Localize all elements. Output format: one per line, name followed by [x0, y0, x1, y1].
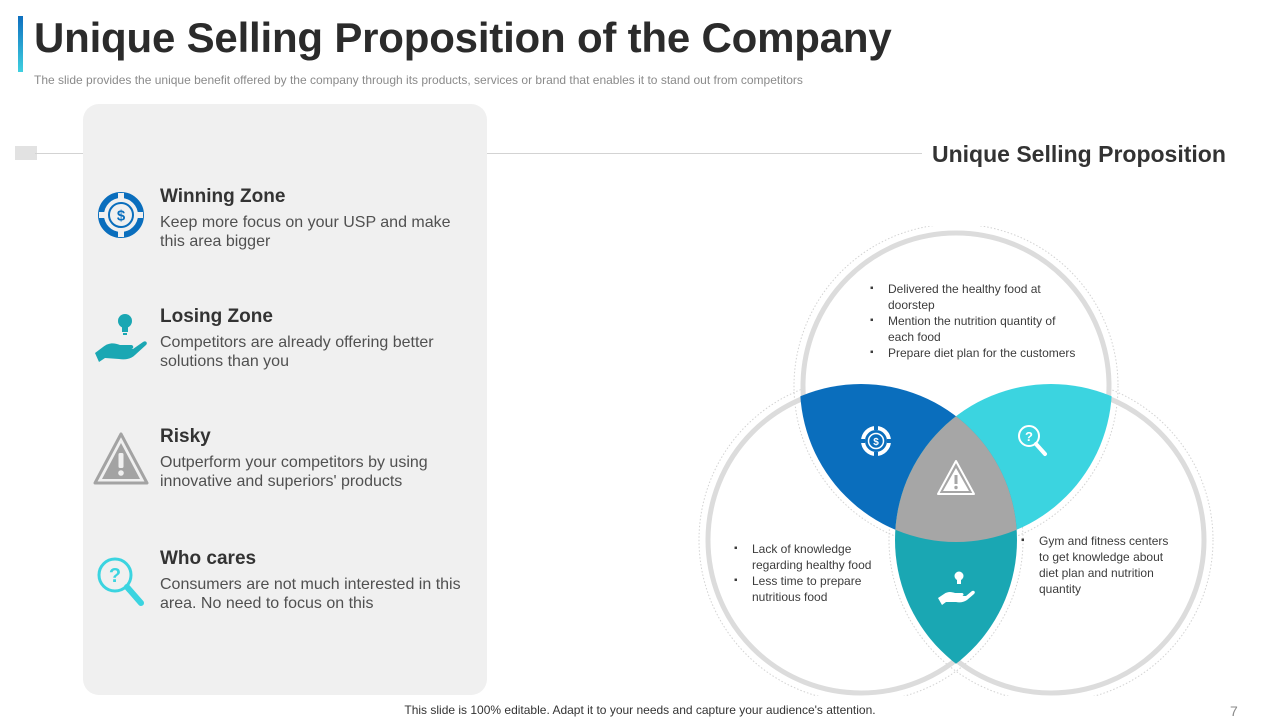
bullet-item: Mention the nutrition quantity of each f… [870, 313, 1080, 345]
divider-line-left [35, 153, 83, 154]
hand-bulb-icon [95, 314, 147, 362]
usp-heading: Unique Selling Proposition [932, 141, 1226, 167]
svg-text:?: ? [1025, 429, 1033, 444]
venn-top-bullets: Delivered the healthy food at doorstep M… [870, 281, 1080, 361]
svg-text:$: $ [873, 437, 879, 448]
venn-hand-bulb-icon [938, 571, 975, 605]
venn-top-outer-ring [793, 226, 1119, 549]
venn-warning-triangle-icon [937, 460, 975, 495]
venn-target-dollar-icon: $ [860, 425, 892, 457]
page-subtitle: The slide provides the unique benefit of… [34, 73, 803, 87]
footer-note: This slide is 100% editable. Adapt it to… [404, 703, 876, 717]
risky-segment [895, 384, 1017, 542]
zone-description: Keep more focus on your USP and make thi… [160, 214, 451, 250]
venn-right-bullets: Gym and fitness centers to get knowledge… [1021, 533, 1179, 597]
svg-text:?: ? [109, 565, 121, 587]
zone-title: Who cares [160, 548, 257, 569]
page-title: Unique Selling Proposition of the Compan… [34, 14, 892, 61]
target-dollar-icon: $ [98, 192, 144, 238]
zones-panel [83, 104, 487, 695]
warning-triangle-icon [93, 432, 149, 485]
zone-title: Winning Zone [160, 186, 286, 207]
decorative-tab [13, 146, 37, 160]
bullet-item: Less time to prepare nutritious food [734, 573, 894, 605]
bullet-item: Gym and fitness centers to get knowledge… [1021, 533, 1179, 597]
question-magnifier-icon: ? [97, 557, 144, 606]
title-accent-bar [18, 16, 23, 72]
divider-line-right [487, 153, 922, 154]
bullet-item: Prepare diet plan for the customers [870, 345, 1080, 361]
venn-left-bullets: Lack of knowledge regarding healthy food… [734, 541, 894, 605]
svg-text:$: $ [117, 208, 126, 225]
page-number: 7 [1230, 703, 1238, 719]
zone-description: Consumers are not much interested in thi… [160, 576, 461, 612]
venn-question-magnifier-icon: ? [1018, 425, 1047, 456]
bullet-item: Delivered the healthy food at doorstep [870, 281, 1080, 313]
zone-description: Outperform your competitors by using inn… [160, 454, 428, 490]
zone-title: Losing Zone [160, 306, 273, 327]
bullet-item: Lack of knowledge regarding healthy food [734, 541, 894, 573]
zone-description: Competitors are already offering better … [160, 334, 434, 370]
zone-title: Risky [160, 426, 211, 447]
